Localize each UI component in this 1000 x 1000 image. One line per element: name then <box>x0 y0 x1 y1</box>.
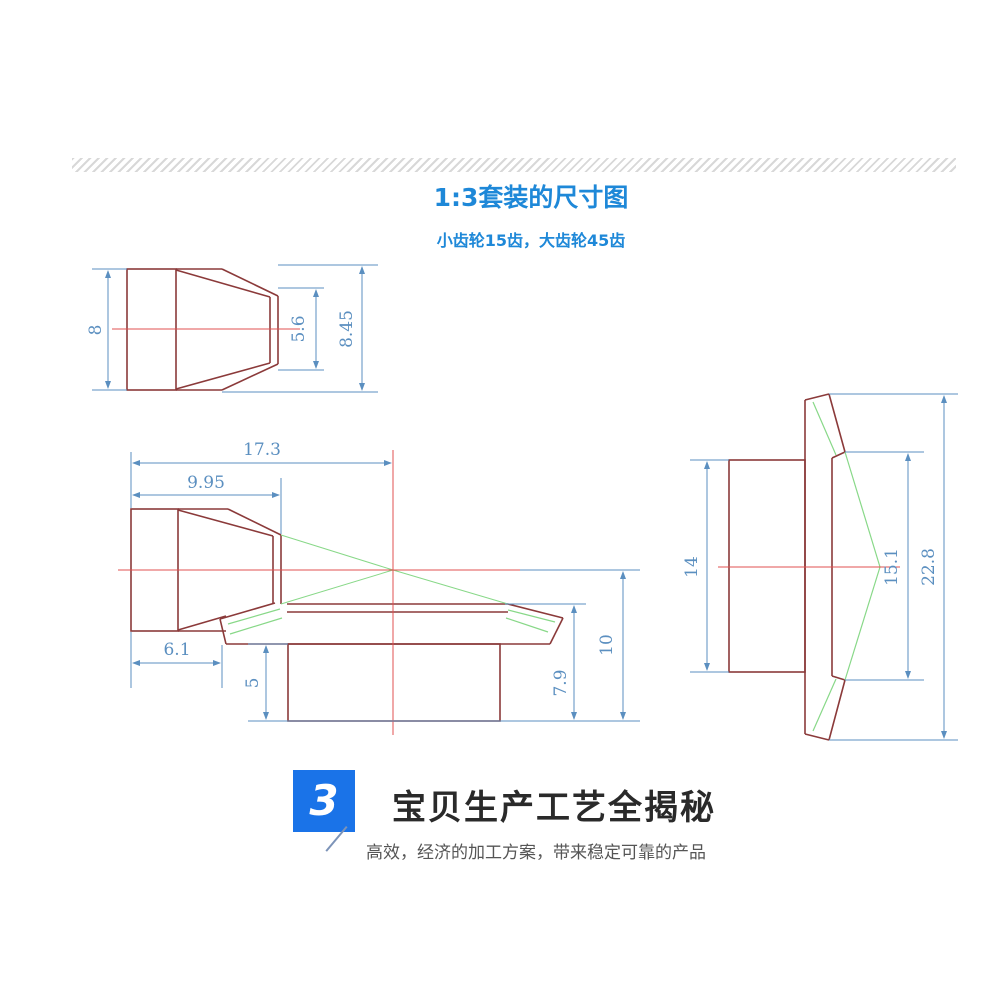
section-title: 宝贝生产工艺全揭秘 <box>392 788 716 828</box>
dim-label-10: 10 <box>597 634 617 656</box>
small-gear-top-dimension-lines <box>92 264 378 393</box>
hatch-divider <box>72 158 956 172</box>
dim-label-8-45: 8.45 <box>337 310 357 348</box>
crown-gear-tooth-profile <box>227 608 556 635</box>
dim-label-9-95: 9.95 <box>187 473 225 493</box>
dim-label-22-8: 22.8 <box>919 548 939 586</box>
dim-label-5: 5 <box>243 678 263 689</box>
large-gear-dimension-lines <box>690 393 958 741</box>
page-title: 1:3套装的尺寸图 <box>433 183 629 212</box>
dim-label-7-9: 7.9 <box>551 669 571 696</box>
assembly-dimension-lines <box>130 452 640 722</box>
dim-label-6-1: 6.1 <box>163 640 190 660</box>
section-subtitle: 高效，经济的加工方案，带来稳定可靠的产品 <box>366 843 706 863</box>
dim-label-5-6: 5.6 <box>289 315 309 342</box>
dim-label-15-1: 15.1 <box>882 548 902 586</box>
dim-label-14: 14 <box>682 556 702 578</box>
page-subtitle: 小齿轮15齿，大齿轮45齿 <box>436 231 626 250</box>
dim-label-17-3: 17.3 <box>243 440 281 460</box>
dim-label-8: 8 <box>86 325 106 336</box>
large-gear-tooth-profile <box>812 401 881 732</box>
section-number-badge: 3 <box>293 770 355 832</box>
pitch-cone-lines <box>280 534 509 605</box>
